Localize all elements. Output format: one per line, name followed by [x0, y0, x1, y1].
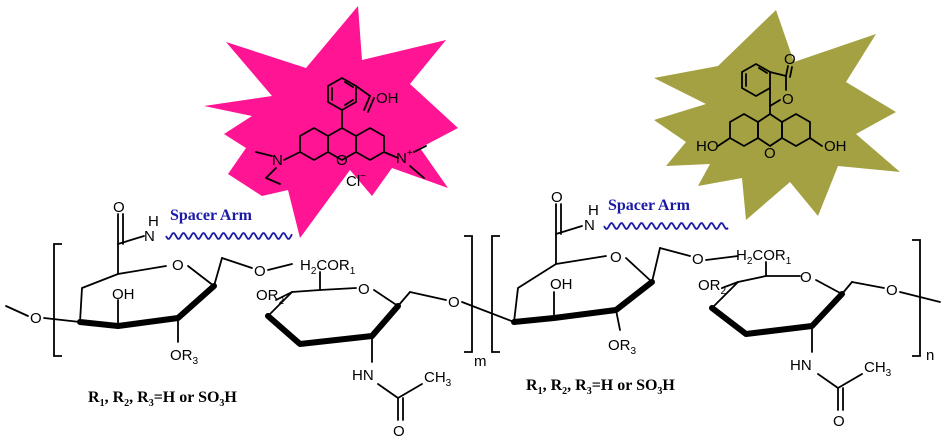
glycosidic-oxygen-m1: O	[254, 263, 266, 280]
spacer-arm-label-1: Spacer Arm	[170, 207, 253, 224]
repeat-index-n: n	[926, 347, 934, 364]
amide-carbonyl-o-m: O	[113, 199, 125, 216]
fluo-lactone-carbonyl-o: O	[784, 51, 796, 68]
left-terminal-oxygen: O	[30, 310, 42, 327]
galnac-ring-o-n: O	[800, 269, 812, 286]
ch2cor1-m: H2COR1	[300, 257, 356, 277]
right-terminal-oxygen: O	[886, 282, 898, 299]
galnac-wedge-n	[709, 291, 845, 337]
bracket-left-m-open	[53, 243, 62, 357]
ch2cor1-n: H2COR1	[736, 247, 792, 267]
rhod-left-nitrogen: N	[272, 152, 283, 169]
fluo-right-hydroxyl: OH	[824, 138, 847, 155]
spacer-arm-label-2: Spacer Arm	[608, 197, 691, 214]
glucuronate-ring-m	[79, 265, 167, 323]
substituent-caption-right: R1, R2, R3=H or SO3H	[526, 377, 675, 397]
amide-carbonyl-o-n: O	[551, 189, 563, 206]
glucuronate-ring-o-m: O	[172, 257, 184, 274]
acetyl-o-m: O	[393, 423, 405, 440]
or3-m: OR3	[170, 347, 199, 367]
fluo-ring-oxygen: O	[764, 145, 776, 162]
rhodamine-dye: OH O N N+ Cl−	[255, 77, 427, 190]
galnac-wedge-m	[265, 303, 401, 347]
hn-m: HN	[352, 367, 374, 384]
ch3-m: CH3	[424, 369, 452, 389]
hydroxyl-n: OH	[550, 276, 573, 293]
fluorescein-burst	[654, 10, 900, 220]
amide-nitrogen-m: N	[144, 228, 155, 245]
ch3-n: CH3	[864, 359, 892, 379]
repeat-index-m: m	[474, 353, 487, 370]
substituent-caption-left: R1, R2, R3=H or SO3H	[88, 389, 237, 409]
amide-hydrogen-n: H	[588, 202, 599, 219]
fluo-left-hydroxyl: HO	[696, 138, 719, 155]
repeat-unit-n: n O O N H OH OR3 O O H2COR1 OR2 HN	[461, 189, 941, 430]
hydroxyl-m: OH	[112, 286, 135, 303]
spacer-arm-wave-2	[603, 222, 729, 230]
bracket-right-n-open	[491, 235, 500, 353]
rhod-hydroxyl-label: OH	[376, 90, 399, 107]
galnac-ring-n	[711, 275, 801, 309]
fluorescein-dye: O O O HO OH	[696, 51, 847, 162]
amide-nitrogen-n: N	[584, 217, 595, 234]
bracket-left-m-close	[464, 235, 473, 353]
repeat-unit-m: m O O O N H OH OR3 O O H2CO	[5, 199, 487, 440]
glucuronate-wedge-m	[77, 283, 217, 329]
glycosidic-oxygen-n1: O	[692, 251, 704, 268]
or2-n: OR2	[698, 277, 727, 297]
galnac-ring-o-m: O	[358, 281, 370, 298]
or3-n: OR3	[608, 337, 637, 357]
rhod-ring-oxygen: O	[336, 152, 348, 169]
galnac-ring-m	[267, 287, 357, 317]
glucuronate-ring-o-n: O	[610, 249, 622, 266]
rhod-benzene-ring	[327, 77, 357, 111]
acetyl-o-n: O	[833, 413, 845, 430]
glucuronate-ring-n	[513, 255, 607, 323]
rhodamine-burst	[204, 6, 458, 238]
spacer-arm-wave-1	[165, 232, 293, 240]
rhod-n-plus: N+	[396, 148, 413, 167]
hn-n: HN	[790, 357, 812, 374]
amide-hydrogen-m: H	[148, 213, 159, 230]
bracket-right-n-close	[912, 239, 921, 357]
glucuronate-wedge-n	[511, 279, 655, 325]
fluo-lactone-ring-o: O	[782, 91, 794, 108]
chloride-counterion: Cl−	[346, 171, 366, 190]
glycosidic-oxygen-m2: O	[448, 294, 460, 311]
or2-m: OR2	[256, 287, 285, 307]
